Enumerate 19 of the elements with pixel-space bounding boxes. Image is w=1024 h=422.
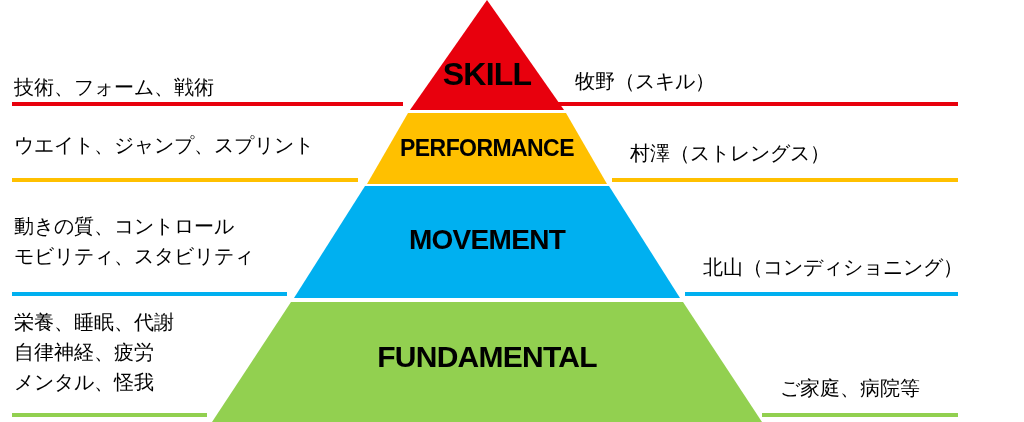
tier-note: 村澤（ストレングス） — [630, 141, 830, 166]
tier-note: ウエイト、ジャンプ、スプリント — [14, 133, 314, 158]
tier-note: 北山（コンディショニング） — [703, 255, 963, 280]
tier-label: PERFORMANCE — [400, 137, 574, 160]
tier-note: 自律神経、疲労 — [14, 340, 154, 365]
tier-note: 栄養、睡眠、代謝 — [14, 310, 174, 335]
tier-note: メンタル、怪我 — [14, 370, 154, 395]
tier-label: FUNDAMENTAL — [377, 342, 597, 372]
tier-note: モビリティ、スタビリティ — [14, 244, 254, 269]
tier-note: ご家庭、病院等 — [780, 376, 920, 401]
pyramid-tier — [367, 113, 607, 184]
pyramid-tier — [410, 0, 564, 110]
tier-note: 動きの質、コントロール — [14, 214, 234, 239]
pyramid-tier — [212, 302, 762, 422]
tier-label: SKILL — [442, 58, 532, 90]
pyramid-tier — [294, 186, 680, 298]
tier-label: MOVEMENT — [408, 226, 566, 254]
tier-note: 技術、フォーム、戦術 — [14, 75, 214, 100]
tier-note: 牧野（スキル） — [575, 69, 715, 94]
